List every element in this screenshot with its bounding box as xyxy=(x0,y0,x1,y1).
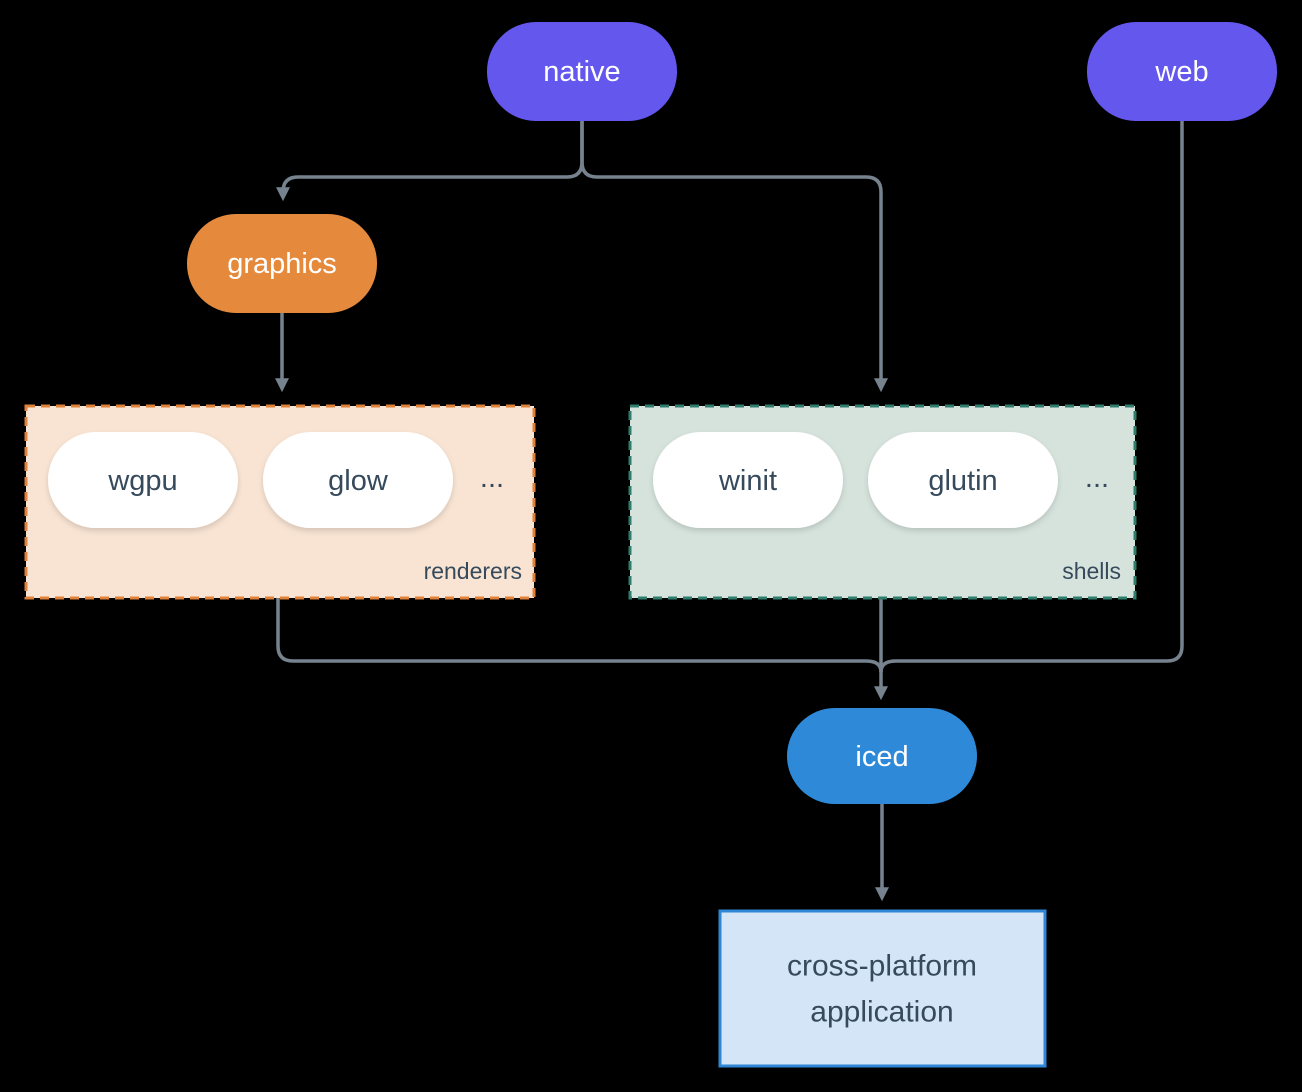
glutin-label: glutin xyxy=(928,465,997,497)
shells-ellipsis: ... xyxy=(1085,462,1109,494)
winit-pill xyxy=(653,432,843,528)
node-web: web xyxy=(1087,22,1277,121)
node-native: native xyxy=(487,22,677,121)
application-label-line2: application xyxy=(810,996,953,1029)
edges xyxy=(275,121,1184,902)
node-graphics: graphics xyxy=(187,214,377,313)
graphics-pill xyxy=(187,214,377,313)
iced-label: iced xyxy=(855,741,908,773)
renderers-ellipsis: ... xyxy=(480,462,504,494)
application-box xyxy=(718,909,1047,1068)
native-pill xyxy=(487,22,677,121)
glow-pill xyxy=(263,432,453,528)
glow-label: glow xyxy=(328,465,389,497)
edge-native-to-graphics xyxy=(276,121,584,202)
iced-pill xyxy=(787,708,977,804)
edge-renderers-to-merge xyxy=(276,598,883,673)
renderers-group-label: renderers xyxy=(424,558,522,584)
renderers-group: wgpu glow ... renderers xyxy=(24,404,536,600)
glutin-pill xyxy=(868,432,1058,528)
shells-group-label: shells xyxy=(1062,558,1121,584)
graphics-label: graphics xyxy=(227,248,337,280)
web-pill xyxy=(1087,22,1277,121)
shells-group: winit glutin ... shells xyxy=(628,404,1137,600)
application-label-line1: cross-platform xyxy=(787,950,977,983)
wgpu-label: wgpu xyxy=(107,465,177,497)
edge-native-to-shells xyxy=(580,121,888,393)
node-cross-platform-application: cross-platform application xyxy=(718,909,1047,1068)
node-iced: iced xyxy=(787,708,977,804)
native-label: native xyxy=(543,56,620,88)
web-label: web xyxy=(1154,56,1208,88)
winit-label: winit xyxy=(718,465,777,497)
wgpu-pill xyxy=(48,432,238,528)
